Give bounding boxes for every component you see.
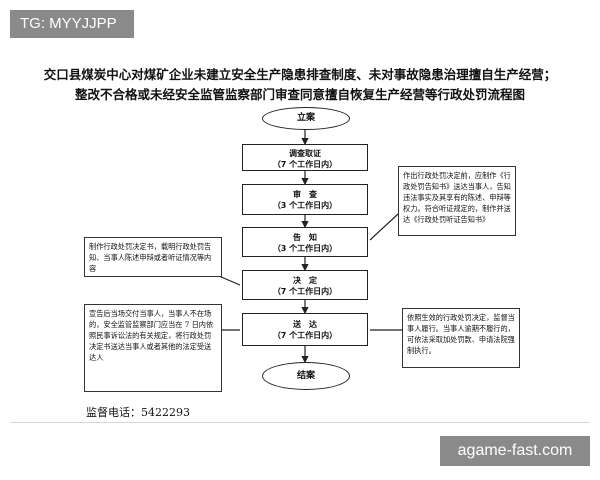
step-investigate: 调查取证 （7 个工作日内） — [242, 144, 368, 171]
start-label: 立案 — [296, 113, 315, 123]
note-deliver-right: 依照生效的行政处罚决定，监督当事人履行。当事人逾期不履行的，可依法采取加处罚款、… — [402, 308, 520, 368]
step-notify: 告 知 （3 个工作日内） — [242, 227, 368, 257]
step-review: 审 查 （3 个工作日内） — [242, 184, 368, 215]
note-deliver-left: 宣告后当场交付当事人，当事人不在场的，安全监管监察部门应当在 7 日内依照民事诉… — [84, 304, 222, 392]
note-decide-left: 制作行政处罚决定书，载明行政处罚告知、当事人陈述申辩或者听证情况等内容 — [84, 237, 222, 277]
end-label: 结案 — [296, 371, 315, 381]
step-review-sub: （3 个工作日内） — [272, 201, 338, 210]
link-notify-note — [369, 213, 399, 241]
supervision-phone: 监督电话：5422293 — [86, 406, 190, 419]
step-review-label: 审 查 — [293, 190, 317, 199]
title-line-1: 交口县煤炭中心对煤矿企业未建立安全生产隐患排查制度、未对事故隐患治理擅自生产经营… — [43, 67, 557, 82]
step-investigate-label: 调查取证 — [289, 149, 321, 158]
step-notify-label: 告 知 — [293, 233, 317, 242]
step-decide: 决 定 （7 个工作日内） — [242, 270, 368, 300]
start-node: 立案 — [262, 107, 350, 130]
title-line-2: 整改不合格或未经安全监管监察部门审查同意擅自恢复生产经营等行政处罚流程图 — [74, 87, 525, 102]
step-deliver: 送 达 （7 个工作日内） — [242, 313, 368, 346]
note-notify-right: 作出行政处罚决定前，应制作《行政处罚告知书》送达当事人，告知违法事实及其享有的陈… — [398, 166, 516, 236]
step-deliver-label: 送 达 — [293, 320, 317, 329]
watermark: agame-fast.com — [440, 436, 590, 466]
tag-label: TG: MYYJJPP — [10, 10, 134, 38]
step-decide-sub: （7 个工作日内） — [272, 287, 338, 296]
step-deliver-sub: （7 个工作日内） — [272, 331, 338, 340]
step-investigate-sub: （7 个工作日内） — [272, 160, 338, 169]
step-notify-sub: （3 个工作日内） — [272, 244, 338, 253]
step-decide-label: 决 定 — [293, 276, 317, 285]
end-node: 结案 — [262, 362, 350, 390]
